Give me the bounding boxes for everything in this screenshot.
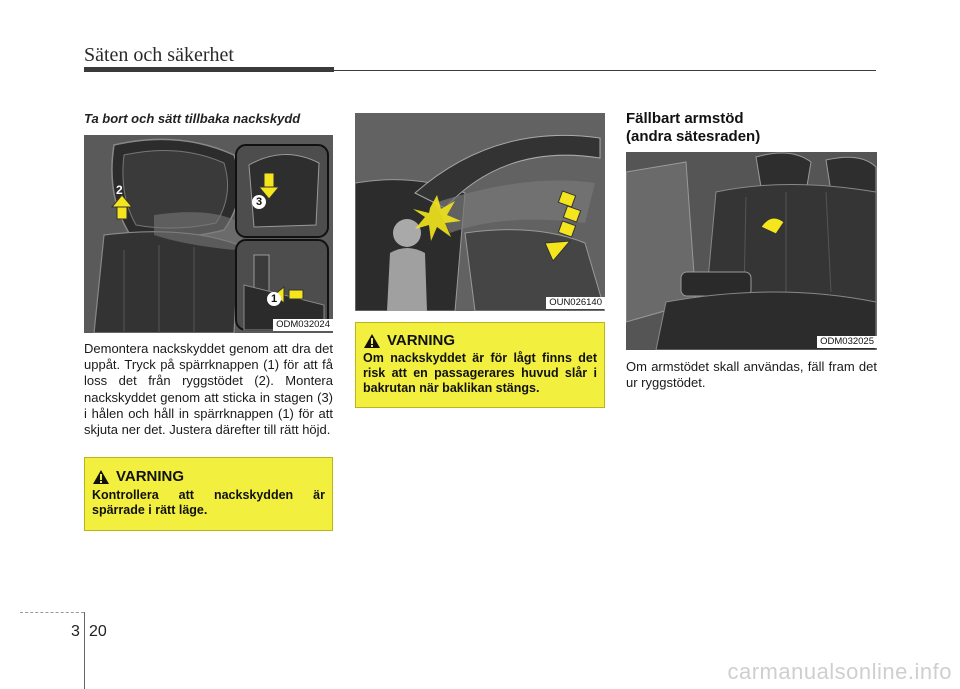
headrest-paragraph: Demontera nackskyddet genom att dra det … <box>84 341 333 438</box>
armrest-paragraph: Om armstödet skall användas, fäll fram d… <box>626 359 877 391</box>
callout-3: 3 <box>252 195 266 209</box>
headrest-figure: 2 3 1 ODM032024 <box>84 135 333 333</box>
watermark: carmanualsonline.info <box>727 659 952 684</box>
armrest-subheading-line2: (andra sätesraden) <box>626 128 761 145</box>
warning-text-2: Om nackskyddet är för lågt finns det ris… <box>363 351 597 395</box>
warning-triangle-icon <box>93 469 109 484</box>
footer-rule-horizontal <box>20 612 84 614</box>
trunk-figure: OUN026140 <box>355 113 605 311</box>
trunk-illustration <box>355 113 605 311</box>
warning-box-2: VARNING Om nackskyddet är för lågt finns… <box>355 322 605 408</box>
header-rule-thin <box>334 70 876 71</box>
footer-rule-vertical <box>84 612 85 689</box>
header-rule-thick <box>84 67 334 72</box>
warning-text-1: Kontrollera att nackskydden är spärrade … <box>92 488 325 517</box>
warning-box-1: VARNING Kontrollera att nackskydden är s… <box>84 457 333 531</box>
armrest-illustration <box>626 152 877 350</box>
warning-title-text-1: VARNING <box>116 468 185 485</box>
armrest-subheading-line1: Fällbart armstöd <box>626 110 744 127</box>
warning-title-text-2: VARNING <box>387 332 456 349</box>
chapter-number: 3 <box>71 623 80 640</box>
section-title: Säten och säkerhet <box>84 44 234 66</box>
figure-code: OUN026140 <box>546 297 605 309</box>
warning-triangle-icon <box>364 333 380 348</box>
page-number: 20 <box>89 623 107 640</box>
armrest-figure: ODM032025 <box>626 152 877 350</box>
headrest-illustration <box>84 135 333 333</box>
headrest-subheading: Ta bort och sätt tillbaka nackskydd <box>84 111 301 126</box>
warning-title-1: VARNING <box>92 468 325 485</box>
callout-2: 2 <box>116 183 123 197</box>
figure-code: ODM032025 <box>817 336 877 348</box>
callout-1: 1 <box>267 292 281 306</box>
armrest-subheading: Fällbart armstöd (andra sätesraden) <box>626 110 760 146</box>
warning-title-2: VARNING <box>363 332 597 349</box>
figure-code: ODM032024 <box>273 319 333 331</box>
